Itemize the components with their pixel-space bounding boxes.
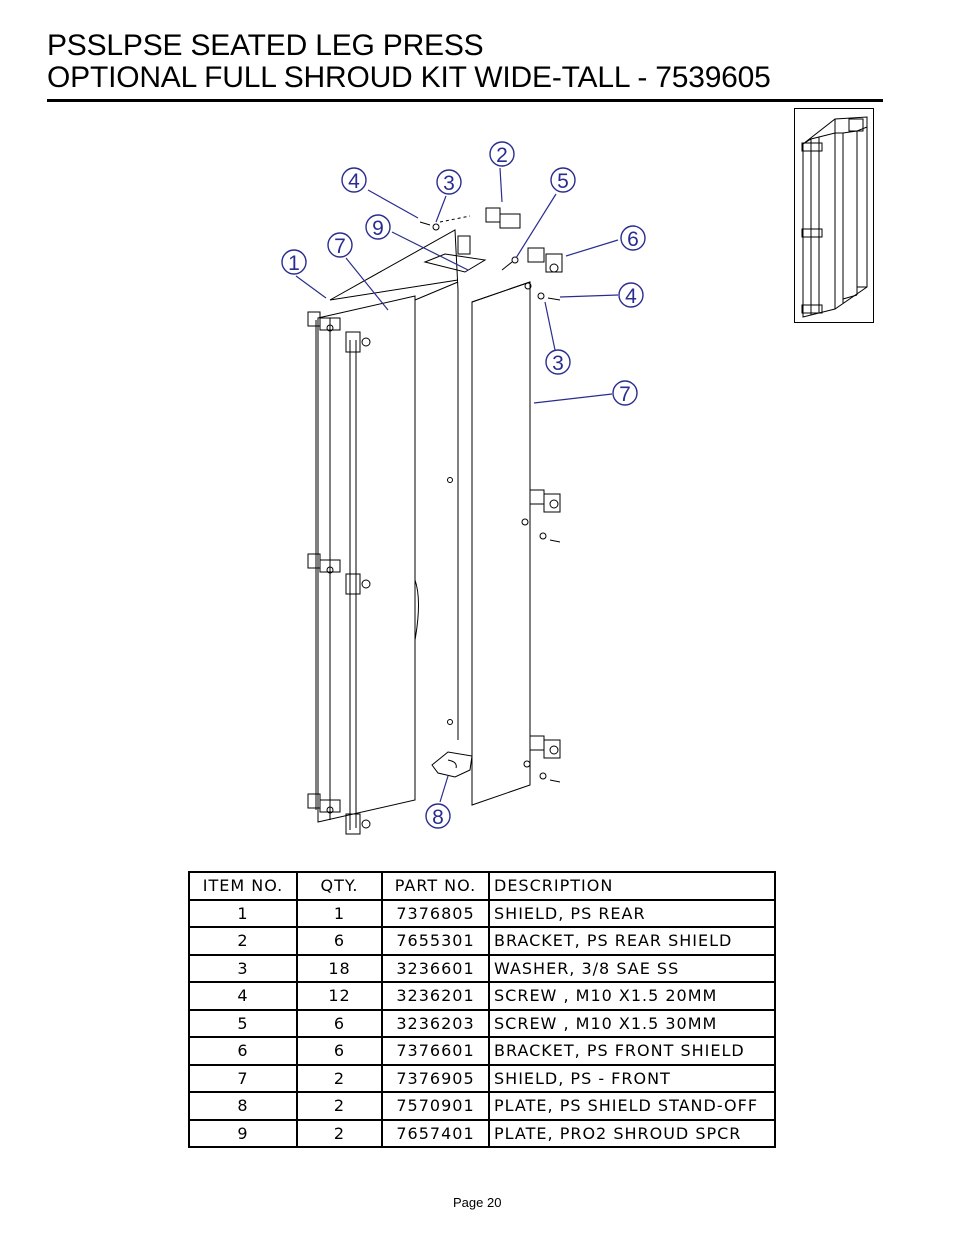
- page-number: Page 20: [453, 1195, 502, 1210]
- balloon-4: 4: [348, 170, 360, 193]
- part-no-cell: 7655301: [381, 926, 490, 956]
- item-no-cell: 1: [188, 898, 298, 928]
- title-underline: [47, 99, 883, 102]
- description-cell: WASHER, 3/8 SAE SS: [488, 953, 776, 983]
- header-description: DESCRIPTION: [488, 871, 776, 901]
- rear-shield-panel: [317, 295, 416, 823]
- qty-cell: 12: [296, 981, 383, 1011]
- item-no-cell: 8: [188, 1091, 298, 1121]
- balloon-3: 3: [443, 172, 455, 195]
- part-no-cell: 7376905: [381, 1063, 490, 1093]
- part-no-cell: 3236601: [381, 953, 490, 983]
- balloon-8: 8: [432, 806, 444, 829]
- balloon-9: 9: [372, 217, 384, 240]
- balloon-1: 1: [288, 252, 300, 275]
- rear-bracket-top: [307, 311, 371, 353]
- table-row: 1 1 7376805 SHIELD, PS REAR: [188, 898, 776, 928]
- balloon-4b: 4: [625, 285, 637, 308]
- front-bracket-top: [527, 247, 563, 273]
- header-item-no: ITEM NO.: [188, 871, 298, 901]
- item-no-cell: 7: [188, 1063, 298, 1093]
- header-qty: QTY.: [296, 871, 383, 901]
- description-cell: PLATE, PRO2 SHROUD SPCR: [488, 1118, 776, 1148]
- item-no-cell: 6: [188, 1036, 298, 1066]
- table-row: 8 2 7570901 PLATE, PS SHIELD STAND-OFF: [188, 1091, 776, 1121]
- title-line-1: PSSLPSE SEATED LEG PRESS: [47, 29, 484, 62]
- qty-cell: 6: [296, 926, 383, 956]
- front-bracket-bottom: [529, 735, 561, 759]
- table-row: 5 6 3236203 SCREW , M10 X1.5 30MM: [188, 1008, 776, 1038]
- table-row: 2 6 7655301 BRACKET, PS REAR SHIELD: [188, 926, 776, 956]
- qty-cell: 1: [296, 898, 383, 928]
- description-cell: PLATE, PS SHIELD STAND-OFF: [488, 1091, 776, 1121]
- item-no-cell: 3: [188, 953, 298, 983]
- qty-cell: 2: [296, 1118, 383, 1148]
- part-no-cell: 3236201: [381, 981, 490, 1011]
- description-cell: SCREW , M10 X1.5 20MM: [488, 981, 776, 1011]
- bill-of-materials-table: ITEM NO. QTY. PART NO. DESCRIPTION 1 1 7…: [188, 871, 776, 1148]
- assembly-thumbnail: [794, 108, 874, 323]
- assembly-thumbnail-drawing: [801, 116, 868, 318]
- description-cell: SHIELD, PS REAR: [488, 898, 776, 928]
- qty-cell: 6: [296, 1036, 383, 1066]
- header-part-no: PART NO.: [381, 871, 490, 901]
- exploded-view-drawing: 2 4 3 5 9 6 1 7 4 3 7 8: [281, 141, 646, 835]
- balloon-5: 5: [557, 170, 569, 193]
- description-cell: BRACKET, PS FRONT SHIELD: [488, 1036, 776, 1066]
- table-row: 3 18 3236601 WASHER, 3/8 SAE SS: [188, 953, 776, 983]
- table-row: 4 12 3236201 SCREW , M10 X1.5 20MM: [188, 981, 776, 1011]
- part-no-cell: 3236203: [381, 1008, 490, 1038]
- balloon-2: 2: [496, 144, 508, 167]
- table-row: 7 2 7376905 SHIELD, PS - FRONT: [188, 1063, 776, 1093]
- title-line-2: OPTIONAL FULL SHROUD KIT WIDE-TALL - 753…: [47, 61, 771, 94]
- part-no-cell: 7570901: [381, 1091, 490, 1121]
- table-row: 9 2 7657401 PLATE, PRO2 SHROUD SPCR: [188, 1118, 776, 1148]
- description-cell: SHIELD, PS - FRONT: [488, 1063, 776, 1093]
- screw-washer-set: [419, 221, 561, 783]
- page-title: PSSLPSE SEATED LEG PRESS OPTIONAL FULL S…: [47, 30, 771, 94]
- qty-cell: 6: [296, 1008, 383, 1038]
- table-header-row: ITEM NO. QTY. PART NO. DESCRIPTION: [188, 871, 776, 901]
- description-cell: SCREW , M10 X1.5 30MM: [488, 1008, 776, 1038]
- balloon-7b: 7: [619, 383, 631, 406]
- qty-cell: 18: [296, 953, 383, 983]
- description-cell: BRACKET, PS REAR SHIELD: [488, 926, 776, 956]
- item-no-cell: 5: [188, 1008, 298, 1038]
- balloon-3b: 3: [552, 352, 564, 375]
- balloon-7: 7: [334, 235, 346, 258]
- balloon-6: 6: [627, 228, 639, 251]
- front-shield-panel: [471, 281, 531, 806]
- qty-cell: 2: [296, 1091, 383, 1121]
- rear-bracket-middle: [307, 553, 371, 595]
- rear-bracket-bottom: [307, 793, 371, 835]
- part-no-cell: 7376805: [381, 898, 490, 928]
- part-no-cell: 7376601: [381, 1036, 490, 1066]
- item-no-cell: 4: [188, 981, 298, 1011]
- item-no-cell: 9: [188, 1118, 298, 1148]
- table-row: 6 6 7376601 BRACKET, PS FRONT SHIELD: [188, 1036, 776, 1066]
- part-no-cell: 7657401: [381, 1118, 490, 1148]
- item-no-cell: 2: [188, 926, 298, 956]
- qty-cell: 2: [296, 1063, 383, 1093]
- front-bracket-middle: [529, 489, 561, 513]
